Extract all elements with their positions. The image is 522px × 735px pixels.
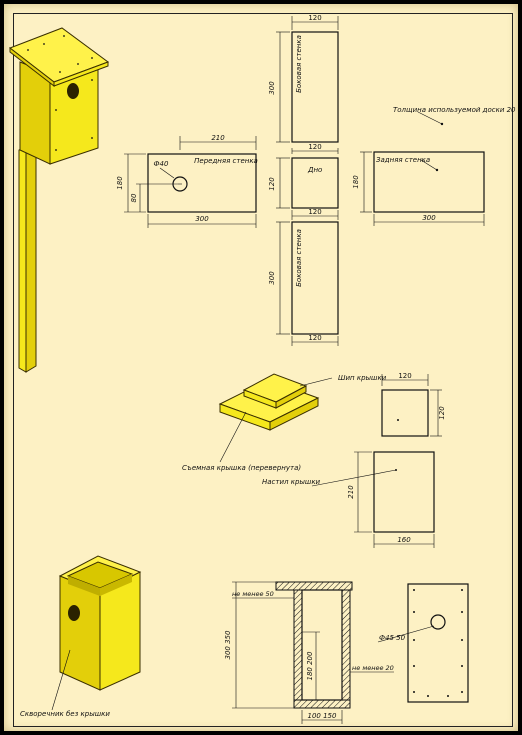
label-back-wall: Задняя стенка xyxy=(376,156,430,164)
label-side-wall-top: Боковая стенка xyxy=(295,35,303,93)
dim-back-w: 300 xyxy=(422,214,436,222)
dim-sec-h: 300 350 xyxy=(224,630,232,659)
dim-side-top-h: 300 xyxy=(268,81,276,95)
dim-spike-w: 120 xyxy=(398,372,411,380)
dim-back-h: 180 xyxy=(352,175,360,189)
lid-top-part: Настил крышки 210 160 xyxy=(262,451,435,548)
dim-side-bot-h: 300 xyxy=(268,271,276,285)
label-box-without-lid: Скворечник без крышки xyxy=(20,710,110,718)
side-wall-top-part: 120 300 Боковая стенка xyxy=(268,14,339,143)
label-side-wall-bottom: Боковая стенка xyxy=(295,229,303,287)
dim-sec-min50: не менее 50 xyxy=(232,590,274,598)
dim-front-hole-h: 80 xyxy=(130,193,138,202)
bottom-part: Дно 120 120 120 xyxy=(268,143,339,220)
dim-bottom-w: 120 xyxy=(308,143,321,151)
dim-bottom-w2: 120 xyxy=(308,208,321,216)
label-board-thickness: Толщина используемой доски 20 mm xyxy=(393,106,518,114)
dim-spike-h: 120 xyxy=(438,406,446,420)
side-wall-bottom-part: 300 Боковая стенка 120 xyxy=(268,221,339,346)
lid-spike-part: 120 120 xyxy=(381,372,446,437)
front-view: Ф45 50 xyxy=(377,583,469,703)
label-lid-assembled: Съемная крышка (перевернута) xyxy=(182,464,301,472)
drawing-canvas: 120 300 Боковая стенка 210 Ф40 Передняя … xyxy=(8,14,518,724)
front-wall-part: 210 Ф40 Передняя стенка 180 80 300 xyxy=(116,134,258,228)
dim-sec-min20: не менее 20 xyxy=(352,664,394,672)
label-lid-top: Настил крышки xyxy=(262,478,321,486)
dim-bottom-h: 120 xyxy=(268,177,276,191)
label-lid-spike: Шип крышки xyxy=(338,374,387,382)
box-without-lid-illustration: Скворечник без крышки xyxy=(20,555,142,718)
dim-sec-inner: 180 200 xyxy=(306,651,314,680)
dim-side-bot-w: 120 xyxy=(308,334,321,342)
dim-front-hole-dia: Ф40 xyxy=(154,160,169,168)
back-wall-part: Задняя стенка Толщина используемой доски… xyxy=(352,106,518,226)
drawing-frame xyxy=(13,13,513,727)
label-bottom: Дно xyxy=(307,166,322,174)
drawing-sheet: 120 300 Боковая стенка 210 Ф40 Передняя … xyxy=(4,4,518,731)
dim-top-h: 210 xyxy=(347,485,355,499)
birdhouse-on-pole-illustration xyxy=(8,27,110,373)
dim-front-h: 180 xyxy=(116,176,124,190)
lid-illustration: Шип крышки Съемная крышка (перевернута) xyxy=(182,373,387,472)
dim-top-w: 160 xyxy=(397,536,411,544)
section-view: не менее 50 300 350 180 200 не менее 20 … xyxy=(224,581,394,724)
dim-hole-dia: Ф45 50 xyxy=(379,634,406,642)
dim-front-hole-off: 210 xyxy=(211,134,225,142)
dim-front-w: 300 xyxy=(195,215,209,223)
label-front-wall: Передняя стенка xyxy=(194,157,258,165)
dim-side-top-w: 120 xyxy=(308,14,321,22)
dim-sec-w: 100 150 xyxy=(308,712,337,720)
